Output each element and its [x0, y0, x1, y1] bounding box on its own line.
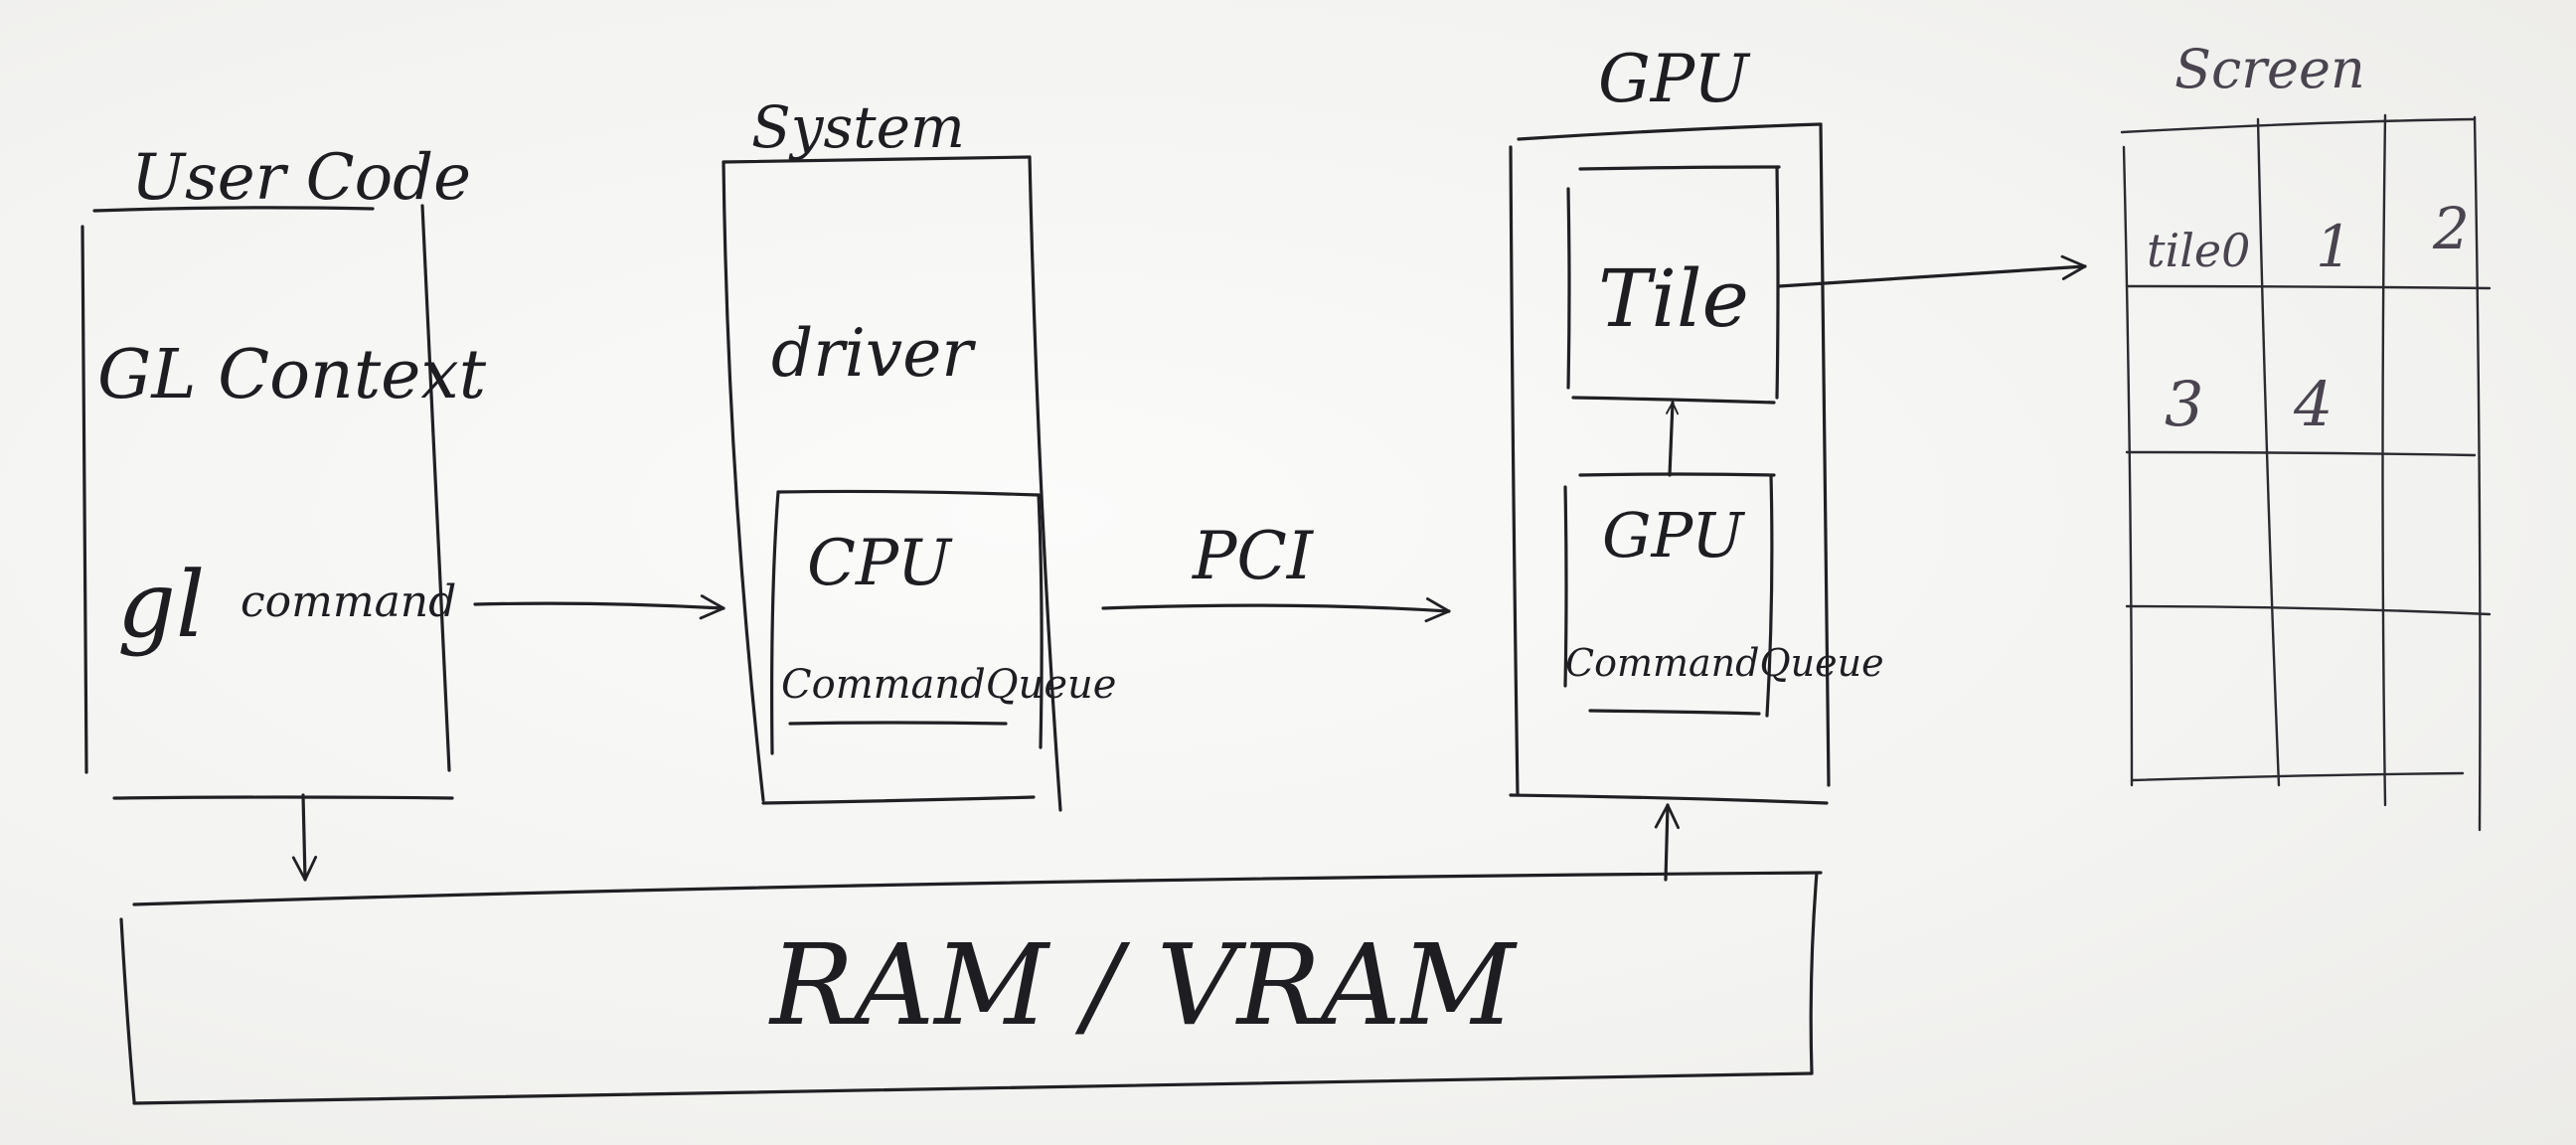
tile-left-edge	[1566, 187, 1571, 390]
screen-bottom-edge	[2130, 771, 2465, 782]
ram-bottom-edge	[132, 1071, 1814, 1105]
cpu-queue-left-edge	[770, 490, 780, 755]
system-left-edge	[722, 160, 765, 802]
user-code-box: User Code GL Context gl command	[80, 141, 487, 800]
screen-cell-3: 3	[2165, 368, 2203, 440]
user-code-right-edge	[420, 204, 451, 772]
gpu-right-edge	[1819, 122, 1831, 787]
gpu-box: GPU Tile GPU CommandQueue	[1509, 41, 1884, 805]
system-title: System	[751, 93, 965, 161]
system-box: System driver CPU CommandQueue	[722, 93, 1116, 812]
screen-top-edge	[2120, 117, 2477, 134]
user-code-title: User Code	[131, 141, 471, 215]
cpu-queue-right-edge	[1037, 493, 1044, 749]
cpu-command-queue-box: CPU CommandQueue	[770, 489, 1116, 755]
pci-link: PCI	[1101, 518, 1451, 623]
ram-right-edge	[1809, 871, 1819, 1075]
driver-label: driver	[771, 315, 976, 392]
gpu-queue-top-edge	[1578, 472, 1776, 477]
gpu-top-edge	[1517, 122, 1823, 141]
user-code-bottom-edge	[112, 795, 454, 800]
cpu-queue-label-2: CommandQueue	[781, 662, 1116, 708]
gpu-queue-right-edge	[1765, 473, 1774, 718]
screen-row-line-1	[2125, 284, 2492, 290]
system-bottom-edge	[761, 795, 1036, 805]
gl-prefix-label: gl	[117, 552, 205, 658]
gpu-queue-left-edge	[1563, 485, 1568, 688]
ram-vram-bar: RAM / VRAM	[119, 871, 1823, 1105]
gpu-queue-bottom-edge	[1588, 709, 1761, 716]
tile-right-edge	[1775, 165, 1780, 400]
screen-cell-1: 1	[2316, 213, 2352, 280]
user-code-left-edge	[80, 225, 88, 774]
tile-box: Tile	[1566, 165, 1781, 405]
screen-row-line-3	[2125, 604, 2492, 616]
screen-col-line-1	[2256, 117, 2281, 787]
arrow-user-to-ram	[291, 793, 318, 882]
cpu-queue-label-1: CPU	[807, 527, 953, 600]
system-right-edge	[1028, 155, 1062, 812]
tile-label: Tile	[1598, 252, 1749, 345]
gpu-command-queue-box: GPU CommandQueue	[1563, 472, 1884, 718]
arrow-user-to-system	[473, 594, 725, 620]
arrow-gpu-queue-to-tile	[1666, 401, 1680, 477]
pci-label: PCI	[1192, 518, 1315, 594]
arrow-system-to-gpu	[1101, 597, 1451, 623]
screen-cell-4: 4	[2293, 368, 2333, 440]
system-top-edge	[722, 155, 1032, 164]
screen-col-line-0	[2122, 145, 2134, 787]
gpu-title: GPU	[1598, 41, 1751, 117]
gpu-left-edge	[1509, 145, 1520, 797]
screen-row-line-2	[2125, 450, 2477, 457]
gpu-queue-label-2: CommandQueue	[1565, 641, 1884, 685]
arrow-tile-to-screen	[1777, 254, 2087, 288]
tile-bottom-edge	[1571, 396, 1776, 405]
ram-top-edge	[132, 871, 1823, 906]
gpu-queue-label-1: GPU	[1602, 499, 1745, 572]
gl-context-label: GL Context	[97, 336, 487, 414]
ram-vram-label: RAM / VRAM	[768, 921, 1518, 1051]
ram-left-edge	[119, 917, 136, 1103]
arrow-ram-to-gpu	[1654, 803, 1680, 882]
screen-col-line-2	[2381, 113, 2387, 807]
screen-cell-2: 2	[2432, 195, 2470, 262]
screen-cell-0: tile0	[2147, 224, 2250, 277]
screen-grid: Screen tile0 1 2 3 4	[2120, 38, 2492, 832]
tile-top-edge	[1578, 165, 1781, 171]
cpu-queue-bottom-edge	[788, 721, 1008, 726]
user-code-title-underline	[92, 206, 375, 213]
screen-col-line-3	[2473, 115, 2482, 832]
screen-title: Screen	[2174, 38, 2365, 100]
gpu-bottom-edge	[1509, 793, 1829, 805]
cpu-queue-top-edge	[776, 489, 1041, 497]
command-label: command	[241, 576, 456, 627]
